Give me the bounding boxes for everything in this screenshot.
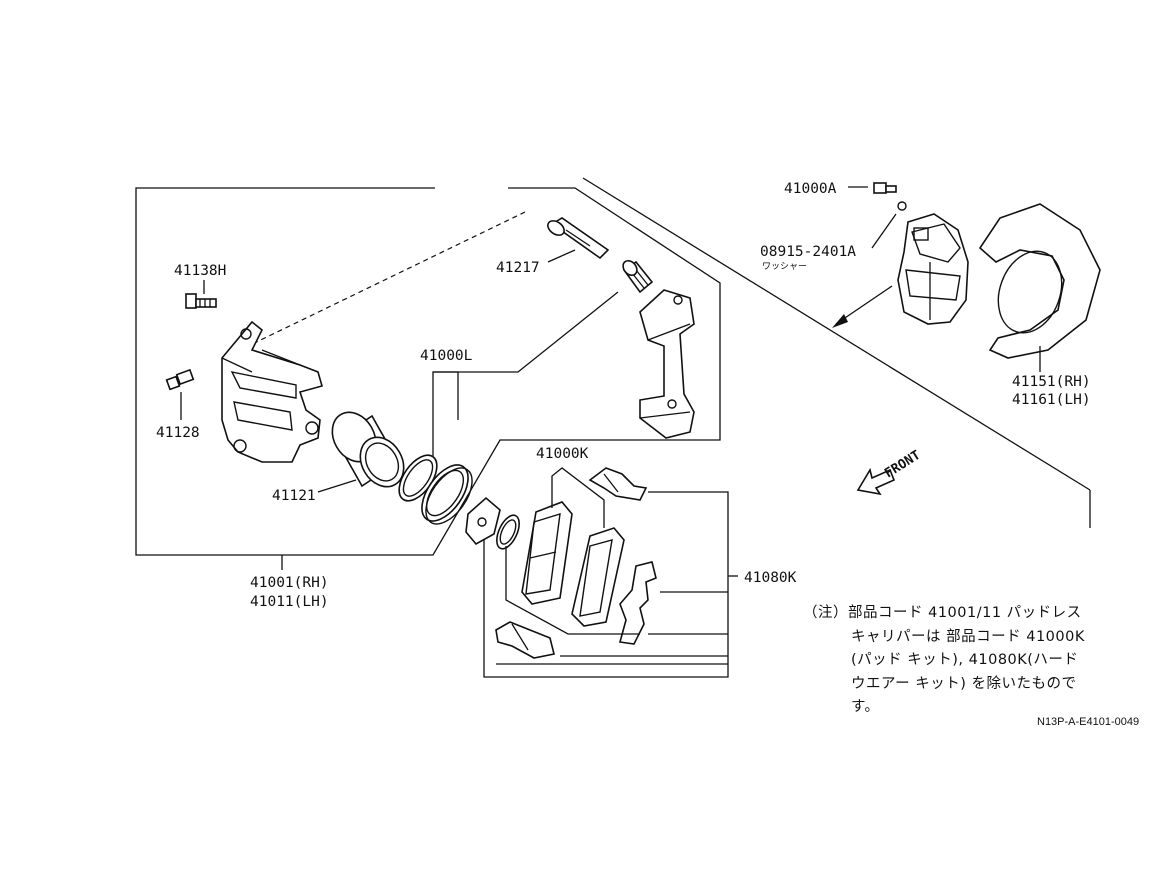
pad-kit-lines bbox=[505, 467, 640, 635]
parts-note: （注）部品コード 41001/11 パッドレス キャリパーは 部品コード 410… bbox=[803, 602, 1133, 720]
label-41011-lh: 41011(LH) bbox=[250, 594, 329, 610]
caliper-bracket-icon bbox=[639, 289, 695, 439]
label-41001-rh: 41001(RH) bbox=[250, 575, 329, 591]
label-41151-rh: 41151(RH) bbox=[1012, 374, 1091, 390]
shim-plate-icon bbox=[465, 496, 520, 550]
caliper-assembly-icon bbox=[897, 213, 969, 325]
piston-41121-icon bbox=[331, 411, 405, 488]
label-41138h: 41138H bbox=[174, 263, 226, 279]
label-08915-2401a: 08915-2401A bbox=[760, 244, 856, 260]
leader-41217 bbox=[547, 249, 576, 263]
brake-pad-inner-icon bbox=[521, 501, 573, 605]
label-41080k: 41080K bbox=[744, 570, 797, 586]
guide-dash bbox=[239, 211, 526, 351]
dust-shield-icon bbox=[978, 203, 1101, 372]
label-41000a: 41000A bbox=[784, 181, 837, 197]
kit-bracket-lines bbox=[483, 491, 738, 678]
drawing-code: N13P-A-E4101-0049 bbox=[1037, 716, 1140, 728]
note-line-3: (パッド キット), 41080K(ハード bbox=[851, 652, 1079, 668]
note-line-4: ウエアー キット) を除いたもので bbox=[851, 675, 1077, 692]
assembly-frame bbox=[135, 177, 1091, 556]
anti-rattle-spring-icon bbox=[618, 561, 657, 645]
label-41121: 41121 bbox=[272, 488, 316, 504]
label-washer: ワッシャー bbox=[762, 262, 807, 272]
label-41000l: 41000L bbox=[420, 348, 473, 364]
direction-arrow-icon bbox=[832, 285, 893, 328]
label-front: FRONT bbox=[882, 448, 923, 482]
bleeder-41128-icon bbox=[165, 368, 195, 420]
washer-bolt-icon bbox=[848, 182, 907, 249]
slide-pin-41217-icon bbox=[547, 217, 610, 260]
label-41000k: 41000K bbox=[536, 446, 589, 462]
pad-clip-top-icon bbox=[588, 467, 648, 501]
note-line-5: す。 bbox=[851, 699, 880, 715]
front-arrow-icon bbox=[856, 467, 896, 496]
bolt-41138h-icon bbox=[185, 280, 217, 309]
label-41217: 41217 bbox=[496, 260, 540, 276]
seal-rings-icon bbox=[398, 454, 473, 525]
label-41161-lh: 41161(LH) bbox=[1012, 392, 1091, 408]
pad-clip-bottom-icon bbox=[495, 621, 555, 659]
leader-41121 bbox=[317, 479, 357, 493]
brake-pad-outer-icon bbox=[571, 527, 625, 627]
note-line-1: （注）部品コード 41001/11 パッドレス bbox=[803, 605, 1082, 621]
label-41128: 41128 bbox=[156, 425, 200, 441]
note-line-2: キャリパーは 部品コード 41000K bbox=[851, 628, 1085, 645]
caliper-body-icon bbox=[221, 320, 323, 463]
pin-boot-icon bbox=[622, 259, 654, 294]
seal-kit-lines bbox=[432, 291, 619, 456]
